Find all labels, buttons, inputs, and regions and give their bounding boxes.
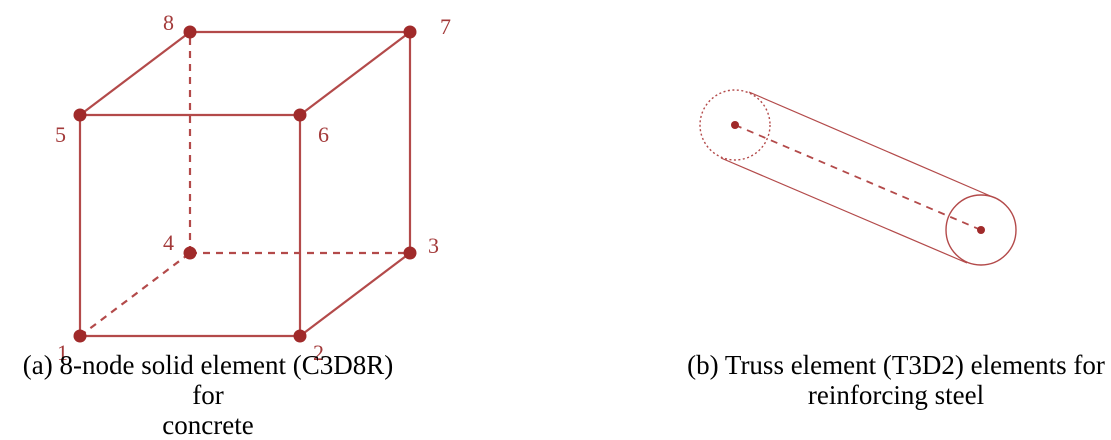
truss-axis [734, 124, 982, 231]
node-label-7: 7 [440, 14, 451, 39]
node-1 [73, 329, 87, 343]
truss-side-bottom [720, 157, 968, 264]
node-4 [183, 246, 197, 260]
caption-truss-line1: (b) Truss element (T3D2) elements for [687, 350, 1105, 380]
node-8 [183, 25, 197, 39]
node-label-2: 2 [313, 340, 324, 365]
node-label-6: 6 [318, 122, 329, 147]
caption-truss-element: (b) Truss element (T3D2) elements for re… [686, 350, 1106, 410]
caption-solid-line2: concrete [162, 410, 254, 440]
solid-element-nodes [73, 25, 417, 343]
truss-element-nodes [731, 121, 985, 234]
edge-2-3 [299, 252, 411, 337]
node-7 [403, 25, 417, 39]
truss-left-end [699, 89, 771, 161]
node-label-1: 1 [57, 340, 68, 365]
edge-1-4-hidden [79, 252, 191, 337]
node-6 [293, 108, 307, 122]
truss-right-end [945, 194, 1017, 266]
node-5 [73, 108, 87, 122]
node-label-8: 8 [163, 10, 174, 35]
node-2 [293, 329, 307, 343]
edge-6-7 [299, 31, 411, 116]
caption-solid-line1: (a) 8-node solid element (C3D8R) for [22, 350, 394, 410]
truss-node-left [731, 121, 739, 129]
caption-truss-line2: reinforcing steel [807, 380, 985, 410]
caption-solid-element: (a) 8-node solid element (C3D8R) for con… [8, 350, 408, 440]
solid-element-figure [78, 30, 412, 338]
truss-node-right [977, 226, 985, 234]
node-label-5: 5 [55, 122, 66, 147]
truss-side-top [748, 91, 996, 199]
solid-element-node-labels: 1 2 3 4 5 6 7 8 [55, 10, 451, 365]
edge-8-5 [79, 31, 191, 116]
node-3 [403, 246, 417, 260]
truss-element-figure [699, 89, 1017, 266]
node-label-3: 3 [428, 233, 439, 258]
node-label-4: 4 [163, 230, 174, 255]
